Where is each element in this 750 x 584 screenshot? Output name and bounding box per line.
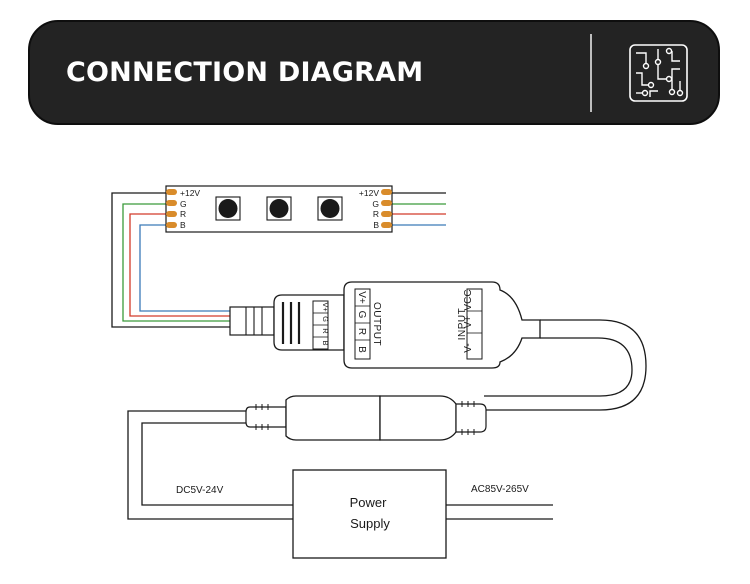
dc-output-cable [127, 410, 293, 520]
led-chip [266, 196, 292, 221]
right-pad-b [381, 222, 392, 228]
output-pin-label: G [356, 311, 367, 319]
dc-voltage-label: DC5V-24V [176, 485, 224, 496]
led-strip: +12V G R B +12V G R B [165, 185, 393, 233]
right-pad-g [381, 200, 392, 206]
four-pin-connector: V+ G R B [229, 294, 345, 351]
connector-pin-label: R [321, 328, 330, 334]
left-pad-label: G [180, 199, 187, 209]
power-supply-line1: Power [350, 495, 388, 510]
left-pad-b [166, 222, 177, 228]
connector-pin-label: G [321, 316, 330, 322]
input-pin-label: V+ [463, 316, 474, 329]
banner-divider [590, 34, 592, 112]
output-title: OUTPUT [371, 302, 382, 346]
right-pad-r [381, 211, 392, 217]
page-title: CONNECTION DIAGRAM [66, 57, 424, 88]
output-pin-label: V+ [356, 291, 367, 304]
left-pad-label: B [180, 220, 186, 230]
left-pad-label: R [180, 209, 186, 219]
right-pad-12v [381, 189, 392, 195]
strip-output-wires [386, 192, 446, 226]
left-pad-12v [166, 189, 177, 195]
circuit-board-icon [629, 44, 688, 102]
header-banner: CONNECTION DIAGRAM [28, 20, 720, 125]
power-supply: Power Supply [292, 469, 447, 559]
rgb-controller: V+ G R B OUTPUT V- V+ VCC INPUT [343, 281, 541, 369]
led-chip [317, 196, 343, 221]
power-supply-line2: Supply [350, 516, 390, 531]
dc-barrel-connector [245, 395, 487, 441]
output-pin-label: R [356, 328, 367, 335]
input-pin-label: VCC [463, 289, 474, 310]
blue-wire [139, 224, 232, 312]
left-pad-r [166, 211, 177, 217]
ac-voltage-label: AC85V-265V [471, 484, 529, 495]
right-pad-label: B [373, 220, 379, 230]
right-pad-label: G [372, 199, 379, 209]
connector-pin-label: V+ [321, 302, 330, 312]
strip-to-controller-wires [111, 192, 232, 328]
black-wire [111, 192, 232, 328]
led-chip [215, 196, 241, 221]
right-pad-label: +12V [359, 188, 379, 198]
output-pin-label: B [356, 346, 367, 353]
ac-input-cable [446, 504, 553, 520]
left-pad-g [166, 200, 177, 206]
left-pad-label: +12V [180, 188, 200, 198]
connector-pin-label: B [321, 340, 330, 345]
input-pin-label: V- [463, 343, 474, 352]
green-wire [122, 203, 232, 322]
red-wire [129, 213, 232, 317]
input-title: INPUT [457, 308, 468, 341]
dc-cable-loop [484, 319, 647, 411]
right-pad-label: R [373, 209, 379, 219]
